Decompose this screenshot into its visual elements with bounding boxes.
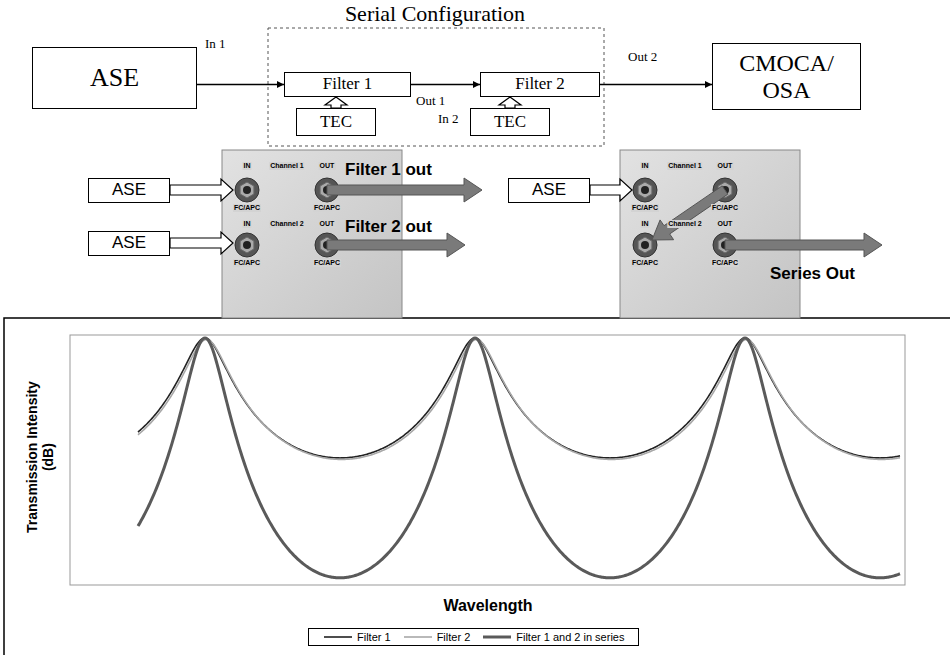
legend-text: Filter 2 [437,631,471,643]
port-label: Out 1 [416,94,445,109]
analyzer-box: CMOCA/ OSA [712,43,861,110]
output-arrow [327,178,482,202]
source-box: ASE [508,178,590,203]
serial-group-outline [268,28,604,146]
connector-label: FC/APC [233,259,261,267]
panel-label: IN [243,162,252,170]
connector-label: FC/APC [313,259,341,267]
connector-label: FC/APC [233,204,261,212]
legend-entry: Filter 1 and 2 in series [482,631,624,643]
legend-entry: Filter 1 [323,631,391,643]
legend-text: Filter 1 and 2 in series [516,631,624,643]
signal-arrow [600,84,712,85]
panel-photo [620,150,800,318]
panel-label: IN [243,220,252,228]
port-label: Out 2 [628,50,657,65]
tec-box: TEC [296,108,376,136]
tec-box: TEC [470,108,550,136]
output-label: Filter 1 out [345,160,432,180]
diagram-title: Serial Configuration [345,1,525,26]
filter-box: Filter 2 [480,72,600,97]
node-label: ASE [532,181,566,200]
input-arrow [170,232,233,254]
panel-label: Channel 2 [667,220,702,228]
source-box: ASE [32,47,197,109]
plot-area [70,335,905,585]
panel-label: OUT [717,162,734,170]
connector-label: FC/APC [631,204,659,212]
node-label: ASE [112,234,146,253]
series-curve [138,338,900,578]
connector-label: FC/APC [711,259,739,267]
filter1-curve [138,338,900,458]
input-arrow [590,179,632,201]
node-label: Filter 2 [515,75,565,94]
node-label: CMOCA/ OSA [713,50,860,103]
heat-arrow [325,97,347,108]
panel-label: OUT [717,220,734,228]
legend-sample [323,632,353,642]
node-label: ASE [112,181,146,200]
input-arrow [170,179,233,201]
panel-label: OUT [319,162,336,170]
axis-title: Transmission Intensity (dB) [24,367,56,547]
output-arrow [725,233,882,257]
port-label: In 2 [438,112,459,127]
chart-frame [4,318,950,655]
panel-label: Channel 2 [269,220,304,228]
heat-arrow [499,97,521,108]
legend: Filter 1 Filter 2 Filter 1 and 2 in series [308,628,639,646]
node-label: Filter 1 [323,75,373,94]
signal-arrow [197,84,284,85]
output-arrow [327,233,465,257]
connector-label: FC/APC [313,204,341,212]
panel-label: Channel 1 [269,162,304,170]
connector-label: FC/APC [711,204,739,212]
connector-label: FC/APC [631,259,659,267]
filter-box: Filter 1 [284,72,411,97]
legend-sample [403,632,433,642]
filter2-curve [138,340,900,460]
block-arrows [170,178,882,257]
panel-photos [222,150,800,318]
panel-label: Channel 1 [667,162,702,170]
panel-label: OUT [319,220,336,228]
legend-entry: Filter 2 [403,631,471,643]
legend-sample [482,632,512,642]
output-label: Series Out [770,264,855,284]
output-label: Filter 2 out [345,217,432,237]
output-arrow [652,186,728,240]
panel-label: IN [641,162,650,170]
node-label: TEC [320,113,352,132]
panel-label: IN [641,220,650,228]
source-box: ASE [88,178,170,203]
node-label: ASE [90,64,139,93]
source-box: ASE [88,231,170,256]
node-label: TEC [494,113,526,132]
axis-title: Wavelength [443,597,532,615]
port-label: In 1 [205,37,226,52]
legend-text: Filter 1 [357,631,391,643]
signal-arrow [411,84,480,85]
